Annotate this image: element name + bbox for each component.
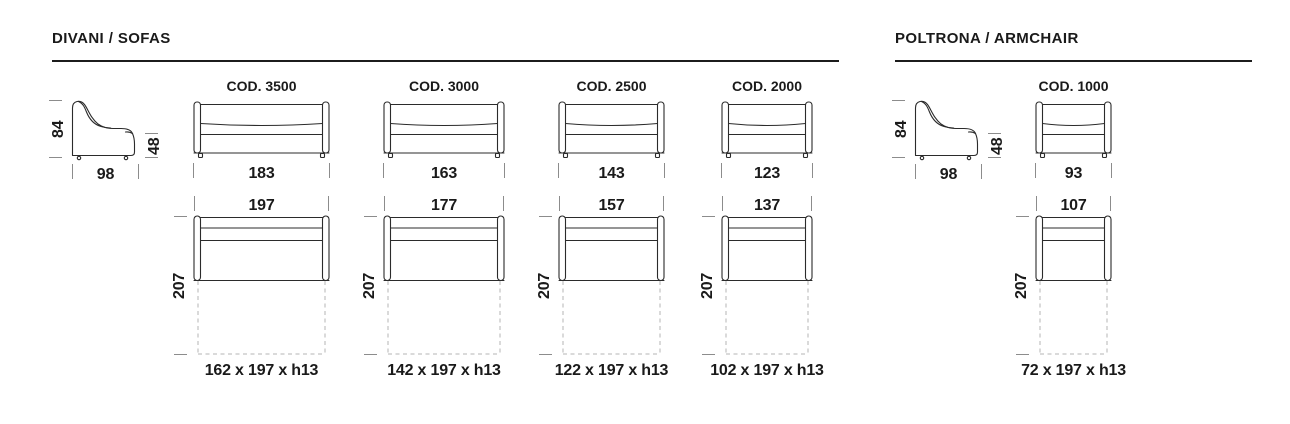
open-width-dim: 107 [1060, 197, 1087, 214]
open-width-dim: 177 [430, 197, 458, 214]
dim-tick [915, 164, 916, 179]
dim-tick [174, 354, 187, 355]
dim-tick [721, 163, 722, 178]
dim-tick [663, 196, 664, 211]
dim-tick [1110, 196, 1111, 211]
sofa-front-view [193, 101, 330, 159]
section-rule-sofas [52, 60, 839, 62]
section-rule-armchair [895, 60, 1252, 62]
dim-tick [892, 100, 905, 101]
dim-tick [702, 354, 715, 355]
dim-tick [988, 157, 1001, 158]
open-depth-dim: 207 [171, 272, 188, 300]
armchair-top-view [1035, 215, 1112, 355]
dim-tick [328, 196, 329, 211]
model-width-dim: 163 [430, 165, 458, 182]
model-width-dim: 183 [248, 165, 275, 182]
bed-size-label: 72 x 197 x h13 [1021, 362, 1126, 379]
sofa-front-view [558, 101, 665, 159]
dim-tick [811, 196, 812, 211]
dim-tick [1111, 163, 1112, 178]
model-code: COD. 3500 [226, 78, 297, 94]
dim-tick [194, 196, 195, 211]
sofa-top-view [558, 215, 665, 355]
dim-tick [329, 163, 330, 178]
model-code: COD. 2500 [576, 78, 647, 94]
model-code: COD. 2000 [731, 78, 803, 94]
sofa-seat-height-dim: 48 [146, 137, 163, 155]
dim-tick [1016, 216, 1029, 217]
dim-tick [558, 163, 559, 178]
dim-tick [504, 163, 505, 178]
dim-tick [988, 133, 1001, 134]
dim-tick [1016, 354, 1029, 355]
sofa-front-view [383, 101, 505, 159]
dim-tick [72, 164, 73, 179]
dim-tick [384, 196, 385, 211]
armchair-seat-height-dim: 48 [989, 137, 1006, 155]
open-depth-dim: 207 [361, 272, 378, 300]
dim-tick [981, 164, 982, 179]
dim-tick [1036, 196, 1037, 211]
dim-tick [539, 216, 552, 217]
bed-size-label: 162 x 197 x h13 [204, 362, 319, 379]
dim-tick [383, 163, 384, 178]
open-width-dim: 137 [753, 197, 781, 214]
dim-tick [539, 354, 552, 355]
sofa-depth-dim: 98 [96, 166, 115, 183]
model-code: COD. 1000 [1038, 78, 1109, 94]
dim-tick [722, 196, 723, 211]
sofa-height-dim: 84 [50, 120, 67, 138]
open-depth-dim: 207 [699, 272, 716, 300]
dim-tick [892, 157, 905, 158]
model-width-dim: 93 [1064, 165, 1083, 182]
dim-tick [174, 216, 187, 217]
open-width-dim: 197 [248, 197, 275, 214]
dim-tick [145, 157, 158, 158]
sofa-top-view [383, 215, 505, 355]
section-title-sofas: DIVANI / SOFAS [52, 30, 171, 47]
sofa-side-view-drawing [71, 100, 136, 161]
dim-tick [503, 196, 504, 211]
open-depth-dim: 207 [536, 272, 553, 300]
dim-tick [145, 133, 158, 134]
dim-tick [559, 196, 560, 211]
open-depth-dim: 207 [1013, 272, 1030, 300]
armchair-height-dim: 84 [893, 120, 910, 138]
model-code: COD. 3000 [408, 78, 480, 94]
model-width-dim: 123 [753, 165, 781, 182]
dim-tick [812, 163, 813, 178]
bed-size-label: 122 x 197 x h13 [554, 362, 669, 379]
dim-tick [193, 163, 194, 178]
sofa-top-view [193, 215, 330, 355]
armchair-depth-dim: 98 [939, 166, 958, 183]
sofa-top-view [721, 215, 813, 355]
armchair-front-view [1035, 101, 1112, 159]
dim-tick [664, 163, 665, 178]
dim-tick [364, 216, 377, 217]
sofa-front-view [721, 101, 813, 159]
armchair-side-view-drawing [914, 100, 979, 161]
dim-tick [364, 354, 377, 355]
bed-size-label: 102 x 197 x h13 [710, 362, 824, 379]
dim-tick [138, 164, 139, 179]
section-title-armchair: POLTRONA / ARMCHAIR [895, 30, 1079, 47]
dim-tick [702, 216, 715, 217]
dim-tick [1035, 163, 1036, 178]
bed-size-label: 142 x 197 x h13 [387, 362, 501, 379]
dim-tick [49, 100, 62, 101]
open-width-dim: 157 [598, 197, 625, 214]
dim-tick [49, 157, 62, 158]
model-width-dim: 143 [598, 165, 625, 182]
